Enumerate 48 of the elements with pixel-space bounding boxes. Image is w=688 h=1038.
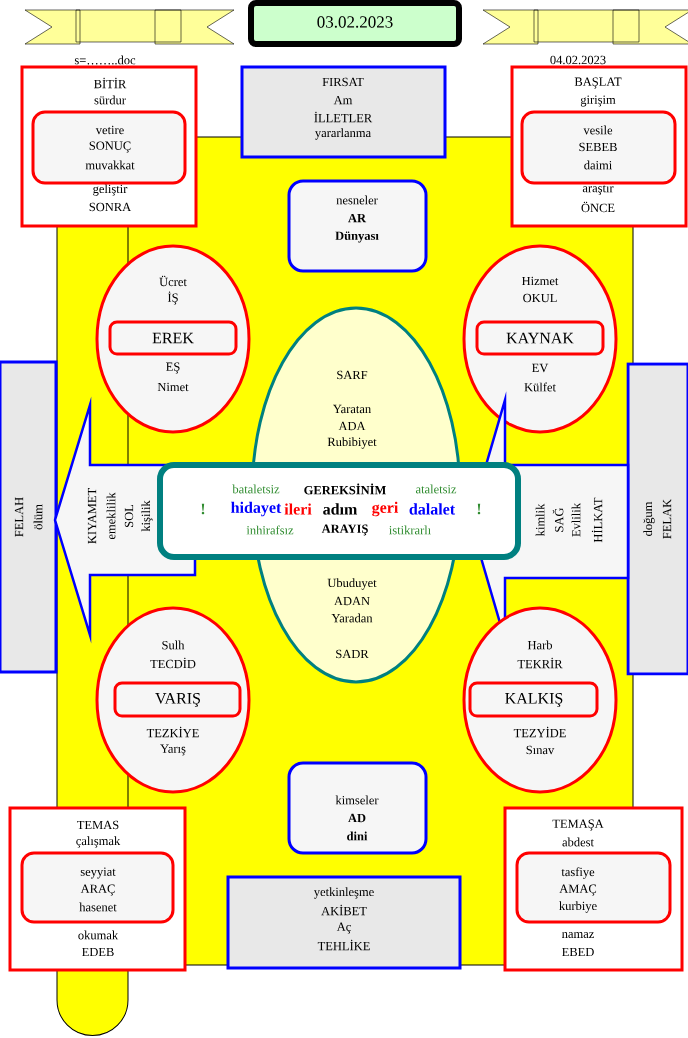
date-text: 04.02.2023 — [550, 55, 606, 65]
rounded-box: vesile SEBEB daimi — [520, 110, 677, 185]
side-box: doğum FELAK — [626, 362, 688, 676]
node-label: TEMAS — [77, 820, 119, 830]
node-label: TEZKİYE — [146, 726, 199, 738]
rounded-box: tasfiye AMAÇ kurbiye — [515, 851, 672, 924]
node-label: Yarış — [160, 744, 186, 756]
rounded-box: bataletsiz GEREKSİNİM ataletsiz ! hidayet ileri adım geri dalalet ! inhirafsız ARAYIŞ istikrarlı — [157, 462, 521, 560]
rounded-box: kimseler AD dini — [287, 761, 428, 855]
node-label: geliştir — [93, 184, 128, 196]
node-label: Nimet — [157, 382, 189, 392]
node-label: TEMAŞA — [552, 819, 604, 831]
node-label: Ücret — [159, 275, 187, 287]
node-label: EV — [532, 363, 549, 373]
rounded-box: KALKIŞ — [468, 681, 599, 718]
node-label: girişim — [580, 95, 616, 107]
rounded-box: KAYNAK — [475, 320, 605, 356]
date-box: 03.02.2023 — [248, 0, 462, 47]
node-label: Külfet — [524, 382, 556, 392]
node-label: sürdur — [94, 95, 126, 105]
node-label: okumak — [78, 930, 119, 940]
node-label: Sınav — [526, 745, 555, 755]
node-label: EDEB — [82, 947, 114, 957]
node-label: Hizmet — [521, 276, 559, 286]
node-label: BAŞLAT — [574, 77, 622, 89]
rounded-box: nesneler AR Dünyası — [287, 179, 428, 273]
rounded-box: VARIŞ — [113, 681, 242, 718]
node-label: BİTİR — [94, 77, 127, 89]
node-label: SONRA — [89, 202, 132, 212]
text-box: FIRSAT Am İLLETLER yararlanma — [240, 65, 447, 159]
node-label: araştır — [582, 185, 614, 195]
node-label: TECDİD — [150, 657, 196, 669]
text-box: yetkinleşme AKİBET Aç TEHLİKE — [226, 875, 462, 970]
node-label: TEZYİDE — [513, 726, 566, 738]
node-label: İŞ — [167, 291, 178, 305]
file-name: s=……..doc — [74, 55, 136, 65]
node-label: abdest — [562, 837, 594, 847]
rounded-box: EREK — [108, 320, 238, 356]
node-label: TEKRİR — [517, 657, 563, 669]
node-label: EŞ — [166, 362, 180, 374]
node-label: Harb — [527, 640, 553, 650]
side-box: FELAH ölüm — [0, 360, 58, 674]
node-label: namaz — [561, 932, 594, 939]
node-label: EBED — [562, 947, 594, 957]
rounded-box: seyyiat ARAÇ hasenet — [20, 851, 175, 924]
node-label: ÖNCE — [581, 201, 615, 213]
node-label: çalışmak — [76, 836, 121, 848]
node-label: OKUL — [523, 293, 557, 303]
